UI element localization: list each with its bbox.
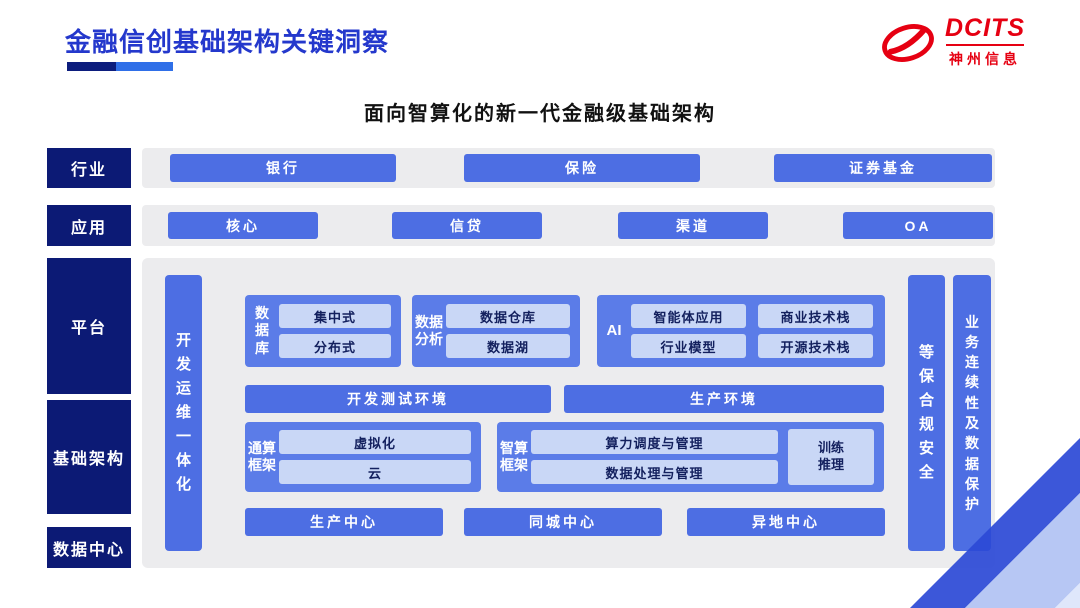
diagram-title: 面向智算化的新一代金融级基础架构	[364, 103, 716, 125]
general-compute-chips: 虚拟化 云	[279, 423, 481, 491]
application-item: 核心	[168, 212, 318, 239]
environment-item: 生产环境	[564, 385, 884, 413]
side-label-platform: 平台	[47, 258, 131, 394]
ai-chips: 智能体应用 商业技术栈 行业模型 开源技术栈	[631, 297, 885, 365]
side-label-datacenter: 数据中心	[47, 527, 131, 568]
datacenter-item: 同城中心	[464, 508, 662, 536]
logo-swoosh-icon	[882, 23, 934, 62]
intelligent-compute-item: 算力调度与管理	[531, 430, 778, 454]
application-row: 核心 信贷 渠道 OA	[142, 205, 995, 246]
intelligent-compute-box-label: 智算框架	[497, 440, 531, 475]
industry-row: 银行 保险 证券基金	[142, 148, 995, 188]
ai-item: 智能体应用	[631, 304, 746, 328]
analytics-item: 数据仓库	[446, 304, 570, 328]
logo-text: DCITS 神州信息	[945, 16, 1025, 69]
devops-bar-label: 开发运维一体化	[175, 332, 191, 493]
application-item: 信贷	[392, 212, 542, 239]
title-underline	[67, 62, 173, 71]
intelligent-compute-box-label-text: 智算框架	[500, 439, 528, 474]
brand-logo: DCITS 神州信息	[879, 16, 1025, 69]
logo-company: 神州信息	[949, 51, 1021, 67]
database-box-label: 数据库	[245, 305, 279, 358]
database-box: 数据库 集中式 分布式	[245, 295, 401, 367]
page-title: 金融信创基础架构关键洞察	[65, 27, 390, 57]
continuity-bar: 业务连续性及数据保护	[953, 275, 991, 551]
database-chips: 集中式 分布式	[279, 297, 401, 365]
general-compute-box: 通算框架 虚拟化 云	[245, 422, 481, 492]
devops-bar: 开发运维一体化	[165, 275, 202, 551]
database-item: 分布式	[279, 334, 391, 358]
datacenter-item: 生产中心	[245, 508, 443, 536]
training-inference-chip: 训练推理	[788, 429, 874, 485]
logo-divider	[946, 44, 1024, 46]
analytics-box: 数据分析 数据仓库 数据湖	[412, 295, 580, 367]
ai-item: 商业技术栈	[758, 304, 873, 328]
industry-item: 保险	[464, 154, 700, 182]
general-compute-item: 云	[279, 460, 471, 484]
intelligent-compute-chips: 算力调度与管理 数据处理与管理	[531, 423, 788, 491]
application-item: 渠道	[618, 212, 768, 239]
architecture-container: 开发运维一体化 数据库 集中式 分布式 数据分析 数据仓库 数据湖 AI 智能体…	[142, 258, 995, 568]
datacenter-item: 异地中心	[687, 508, 885, 536]
intelligent-compute-box: 智算框架 算力调度与管理 数据处理与管理 训练推理	[497, 422, 884, 492]
database-item: 集中式	[279, 304, 391, 328]
analytics-item: 数据湖	[446, 334, 570, 358]
training-inference-chip-text: 训练推理	[817, 440, 844, 472]
corner-decoration	[910, 438, 1080, 608]
general-compute-item: 虚拟化	[279, 430, 471, 454]
side-label-infrastructure: 基础架构	[47, 400, 131, 514]
general-compute-box-label-text: 通算框架	[248, 439, 276, 474]
ai-item: 开源技术栈	[758, 334, 873, 358]
application-item: OA	[843, 212, 993, 239]
side-label-industry: 行业	[47, 148, 131, 188]
analytics-box-label: 数据分析	[412, 314, 446, 349]
analytics-chips: 数据仓库 数据湖	[446, 297, 580, 365]
industry-item: 银行	[170, 154, 396, 182]
intelligent-compute-item: 数据处理与管理	[531, 460, 778, 484]
ai-item: 行业模型	[631, 334, 746, 358]
database-box-label-text: 数据库	[255, 304, 269, 356]
industry-item: 证券基金	[774, 154, 992, 182]
ai-box-label: AI	[606, 321, 622, 339]
ai-box: AI 智能体应用 商业技术栈 行业模型 开源技术栈	[597, 295, 885, 367]
security-bar: 等保合规安全	[908, 275, 945, 551]
analytics-box-label-text: 数据分析	[415, 313, 443, 348]
security-bar-label: 等保合规安全	[918, 344, 934, 481]
logo-brand: DCITS	[945, 14, 1025, 42]
environment-item: 开发测试环境	[245, 385, 551, 413]
side-label-application: 应用	[47, 205, 131, 246]
continuity-bar-label: 业务连续性及数据保护	[965, 313, 979, 513]
general-compute-box-label: 通算框架	[245, 440, 279, 475]
